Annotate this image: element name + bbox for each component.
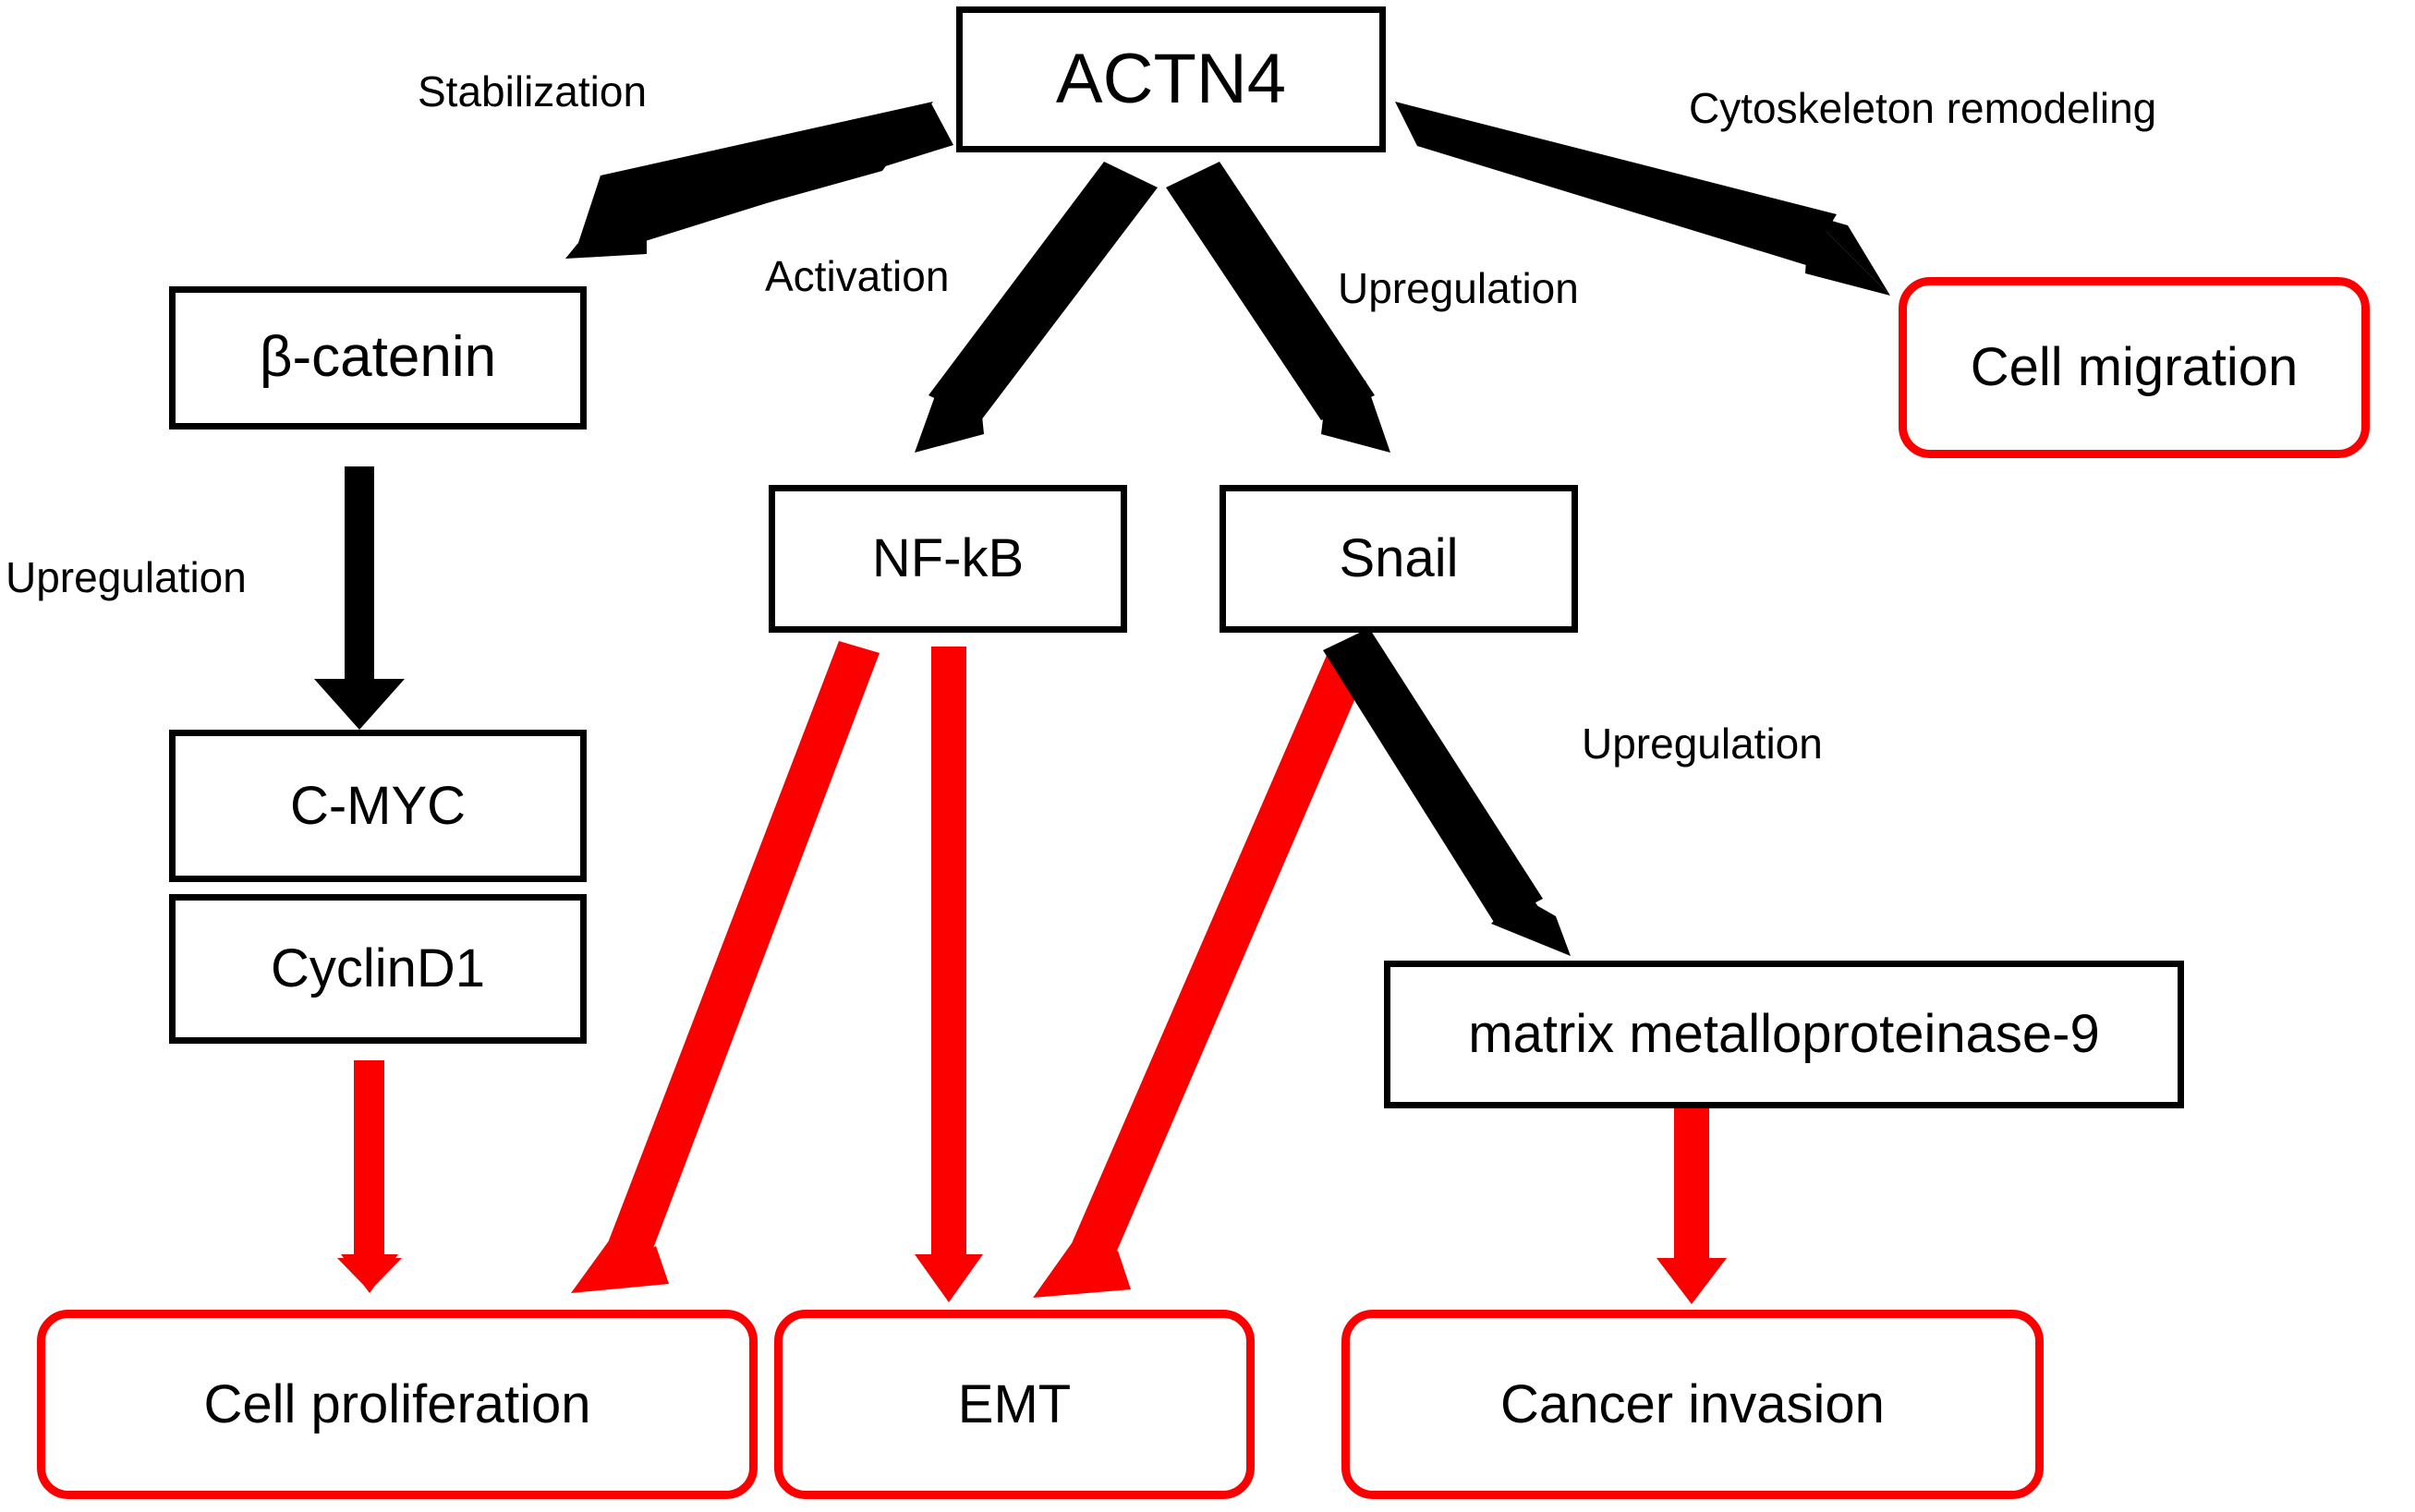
node-snail-label: Snail (1339, 528, 1459, 589)
arrow-snail-to-emt (1033, 647, 1372, 1298)
node-beta-catenin-label: β-catenin (259, 325, 497, 390)
node-actn4[interactable]: ACTN4 (956, 6, 1386, 152)
node-cell-proliferation-label: Cell proliferation (203, 1373, 591, 1434)
node-cancer-invasion-label: Cancer invasion (1500, 1373, 1885, 1434)
arrow-mmp9-to-cancer-invasion (1657, 1108, 1727, 1304)
node-cell-proliferation[interactable]: Cell proliferation (37, 1310, 758, 1499)
node-actn4-label: ACTN4 (1055, 40, 1287, 119)
node-emt[interactable]: EMT (774, 1310, 1255, 1499)
arrow-actn4-to-nfkb (915, 162, 1158, 453)
arrow-cyclind1-to-cell-proliferation (337, 1060, 402, 1293)
arrow-nfkb-to-cell-proliferation (571, 641, 880, 1293)
node-mmp9-label: matrix metalloproteinase-9 (1468, 1004, 2100, 1065)
edge-label-upregulation-mmp9: Upregulation (1582, 720, 1823, 768)
node-cell-migration[interactable]: Cell migration (1899, 277, 2370, 458)
node-cmyc-label: C-MYC (289, 775, 467, 836)
node-nfkb[interactable]: NF-kB (769, 485, 1127, 633)
node-cell-migration-label: Cell migration (1970, 337, 2299, 398)
arrow-actn4-to-beta-catenin (565, 102, 953, 259)
node-snail[interactable]: Snail (1220, 485, 1578, 633)
node-cyclind1[interactable]: CyclinD1 (169, 894, 587, 1044)
arrow-snail-to-mmp9 (1323, 628, 1571, 956)
node-cmyc[interactable]: C-MYC (169, 730, 587, 882)
edge-label-upregulation-bcatenin: Upregulation (6, 553, 247, 601)
node-beta-catenin[interactable]: β-catenin (169, 286, 587, 429)
edge-label-upregulation-snail: Upregulation (1338, 264, 1579, 312)
arrow-nfkb-to-emt (915, 647, 983, 1302)
edge-label-stabilization: Stabilization (418, 67, 648, 115)
node-mmp9[interactable]: matrix metalloproteinase-9 (1384, 961, 2184, 1108)
arrow-beta-catenin-to-cmyc (314, 466, 405, 730)
node-cancer-invasion[interactable]: Cancer invasion (1341, 1310, 2044, 1499)
node-emt-label: EMT (957, 1373, 1072, 1434)
node-nfkb-label: NF-kB (871, 528, 1025, 589)
node-cyclind1-label: CyclinD1 (270, 938, 486, 999)
edge-label-cytoskeleton-remodeling: Cytoskeleton remodeling (1689, 84, 2157, 132)
edge-label-activation: Activation (765, 252, 950, 300)
